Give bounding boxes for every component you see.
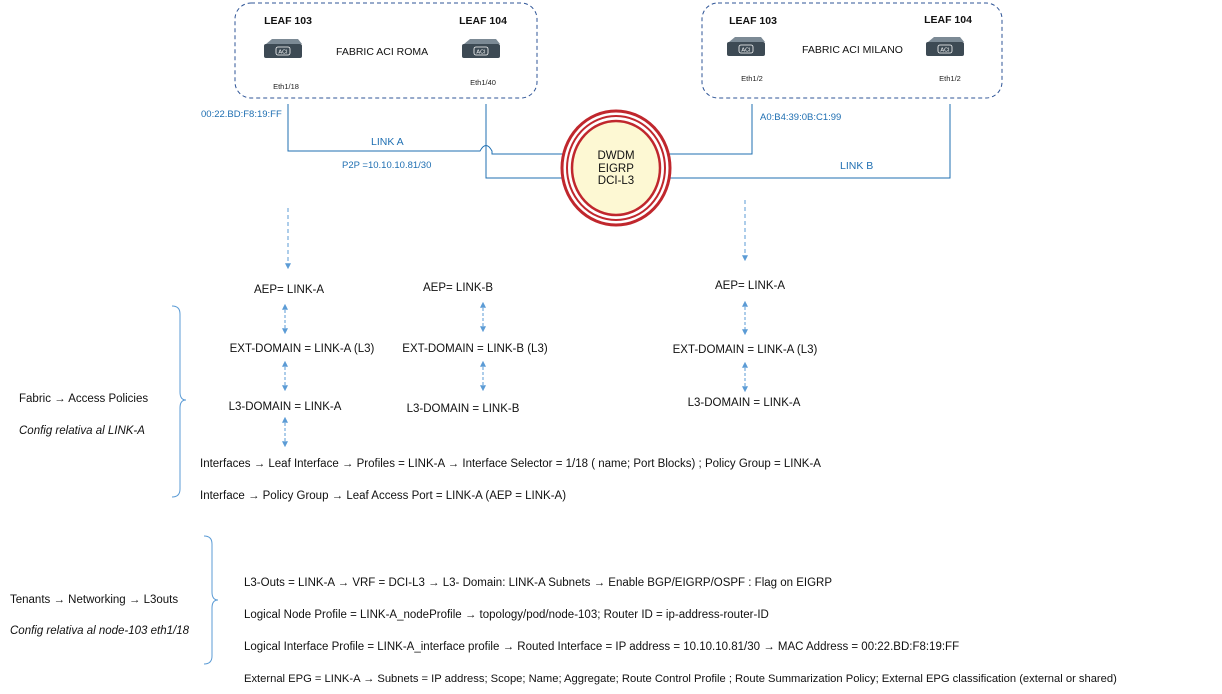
fabric-roma-label: FABRIC ACI ROMA (336, 46, 429, 58)
tenants-line-1: L3-Outs = LINK-A → VRF = DCI-L3 → L3- Do… (244, 577, 833, 589)
dwdm-line-3: DCI-L3 (597, 175, 635, 187)
fabric-roma-box (234, 2, 538, 99)
tenants-line-4: External EPG = LINK-A → Subnets = IP add… (244, 673, 1117, 685)
switch-icon: ACI (727, 37, 765, 56)
fabric-milano-box (701, 2, 1003, 99)
link-b-line (485, 104, 951, 179)
fabric-milano-label: FABRIC ACI MILANO (802, 44, 903, 56)
switch-icon: ACI (926, 37, 964, 56)
roma-leaf104-label: LEAF 104 (459, 15, 507, 27)
dwdm-line-1: DWDM (597, 150, 635, 162)
tenants-line-3: Logical Interface Profile = LINK-A_inter… (244, 641, 960, 653)
tenants-subtitle: Config relativa al node-103 eth1/18 (10, 625, 190, 637)
dwdm-line-2: EIGRP (598, 162, 634, 175)
milano-leaf103-label: LEAF 103 (729, 15, 777, 27)
roma-leaf103-label: LEAF 103 (264, 15, 312, 27)
dwdm-label: DWDM EIGRP DCI-L3 (597, 150, 634, 188)
aci-logo: ACI (278, 50, 288, 56)
switch-icon: ACI (264, 39, 302, 58)
col1-ext-domain: EXT-DOMAIN = LINK-A (L3) (229, 343, 375, 355)
milano-leaf103-port: Eth1/2 (741, 74, 763, 83)
col3-aep: AEP= LINK-A (715, 280, 785, 292)
roma-leaf104-port: Eth1/40 (470, 78, 496, 87)
p2p-label: P2P =10.10.10.81/30 (342, 160, 432, 171)
col3-l3-domain: L3-DOMAIN = LINK-A (687, 397, 801, 409)
col2-aep: AEP= LINK-B (423, 282, 493, 294)
roma-leaf103-port: Eth1/18 (273, 82, 299, 91)
col2-l3-domain: L3-DOMAIN = LINK-B (406, 403, 520, 415)
switch-icon: ACI (462, 39, 500, 58)
access-line-1: Interfaces → Leaf Interface → Profiles =… (200, 458, 821, 470)
access-title: Fabric → Access Policies (19, 393, 149, 405)
link-a-label: LINK A (371, 136, 404, 148)
milano-leaf104-label: LEAF 104 (924, 14, 972, 26)
access-subtitle: Config relativa al LINK-A (19, 425, 145, 437)
tenants-brace (203, 535, 219, 665)
mac-roma: 00:22.BD:F8:19:FF (201, 109, 282, 120)
tenants-line-2: Logical Node Profile = LINK-A_nodeProfil… (244, 609, 769, 621)
col2-ext-domain: EXT-DOMAIN = LINK-B (L3) (402, 343, 548, 355)
col1-l3-domain: L3-DOMAIN = LINK-A (228, 401, 342, 413)
access-brace (171, 305, 187, 498)
milano-leaf104-port: Eth1/2 (939, 74, 961, 83)
access-line-2: Interface → Policy Group → Leaf Access P… (200, 490, 567, 502)
col1-aep: AEP= LINK-A (254, 284, 324, 296)
aci-logo: ACI (741, 48, 751, 54)
aci-logo: ACI (476, 50, 486, 56)
mac-milano: A0:B4:39:0B:C1:99 (760, 112, 842, 123)
col3-ext-domain: EXT-DOMAIN = LINK-A (L3) (672, 344, 818, 356)
dwdm-node (560, 109, 672, 227)
aci-logo: ACI (940, 48, 950, 54)
link-b-label: LINK B (840, 160, 874, 172)
link-a-line (287, 104, 753, 155)
tenants-title: Tenants → Networking → L3outs (10, 594, 179, 606)
